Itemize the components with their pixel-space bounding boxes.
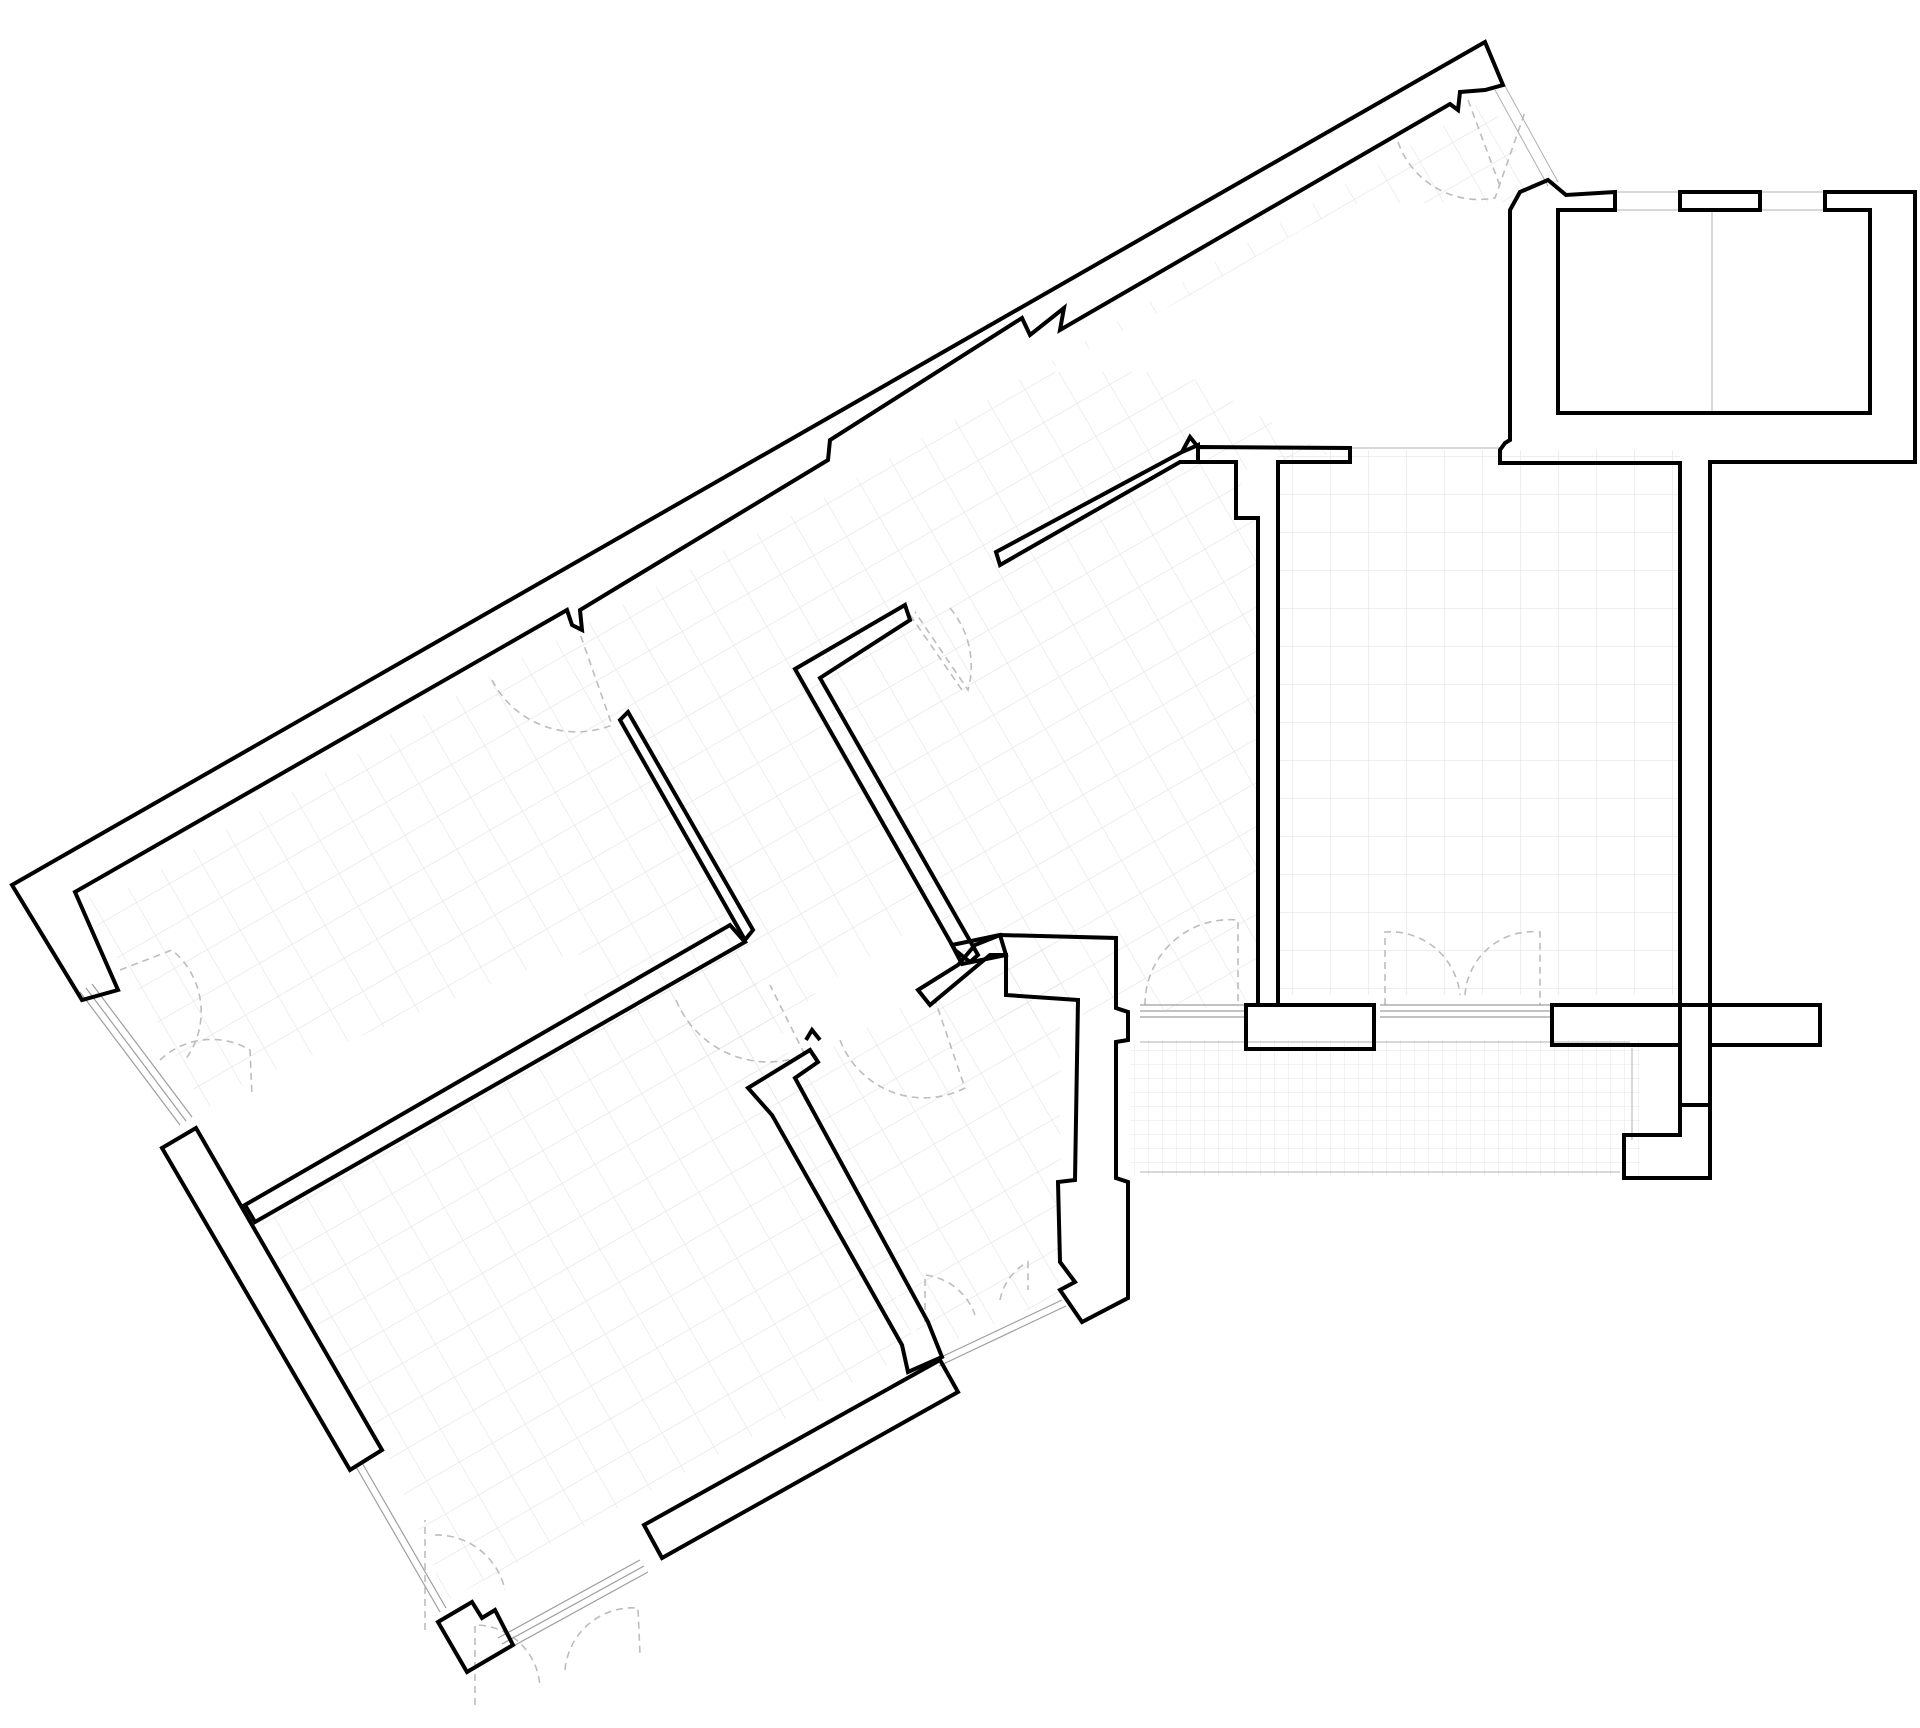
windows — [79, 85, 1825, 1651]
bathroom-wall-nub — [804, 1026, 822, 1042]
upper-left-room-wall-right — [617, 708, 756, 944]
window-icon — [79, 991, 181, 1126]
floor-fills — [80, 98, 1680, 1600]
door-swing-icon — [1467, 99, 1501, 187]
window-icon — [91, 983, 193, 1118]
door-swing-icon — [1397, 111, 1526, 201]
storage-walls — [1498, 177, 1917, 1107]
balcony-pier-left — [1244, 1003, 1376, 1051]
door-swing-icon — [924, 1274, 976, 1322]
door-swing-icon — [1384, 931, 1461, 1005]
door-swings — [119, 99, 1541, 1705]
door-swing-icon — [909, 614, 963, 691]
corner-pier — [435, 1599, 516, 1675]
door-swing-icon — [1144, 918, 1239, 1006]
exterior-wall-left-lower — [159, 1125, 385, 1473]
door-swing-icon — [1464, 930, 1541, 1005]
window-icon — [501, 1565, 645, 1645]
room-right-floor — [1278, 450, 1680, 995]
bathroom-wall-middle — [948, 932, 1009, 967]
window-icon — [1140, 1004, 1248, 1018]
door-swing-icon — [564, 1607, 641, 1671]
wall-between-left-rooms — [242, 922, 749, 1225]
door-swing-icon — [159, 1038, 253, 1096]
window-icon — [497, 1559, 641, 1639]
window-icon — [505, 1571, 649, 1651]
window-icon — [1494, 89, 1549, 187]
door-swing-icon — [999, 1260, 1029, 1301]
window-icon — [1615, 191, 1825, 211]
window-icon — [1504, 85, 1559, 183]
walls — [9, 39, 1917, 1675]
corridor-floor — [80, 98, 1542, 1110]
room-lower-left-floor — [258, 942, 918, 1600]
window-icon — [1380, 1004, 1550, 1018]
door-swing-icon — [474, 1624, 541, 1705]
door-swing-icon — [434, 1534, 506, 1591]
door-swing-icon — [491, 627, 614, 733]
window-icon — [934, 1299, 1063, 1361]
door-swing-icon — [839, 999, 966, 1099]
door-swing-icon — [119, 949, 202, 1061]
window-icon — [85, 987, 187, 1122]
window-icon — [360, 1460, 447, 1609]
balcony-pier-right — [1550, 1003, 1822, 1180]
exterior-wall-bottom — [641, 1357, 961, 1561]
storage-top-wall — [1678, 190, 1762, 212]
bathroom-wall-left — [744, 1047, 945, 1375]
window-icon — [354, 1464, 441, 1613]
center-room-wall-upper-2 — [1180, 433, 1200, 453]
balcony-floor — [1130, 1040, 1640, 1176]
exterior-wall-upper — [9, 39, 1506, 1003]
bathroom-wall-right — [915, 932, 1130, 1325]
window-icon — [938, 1305, 1067, 1367]
bathroom-floor — [758, 942, 1070, 1352]
